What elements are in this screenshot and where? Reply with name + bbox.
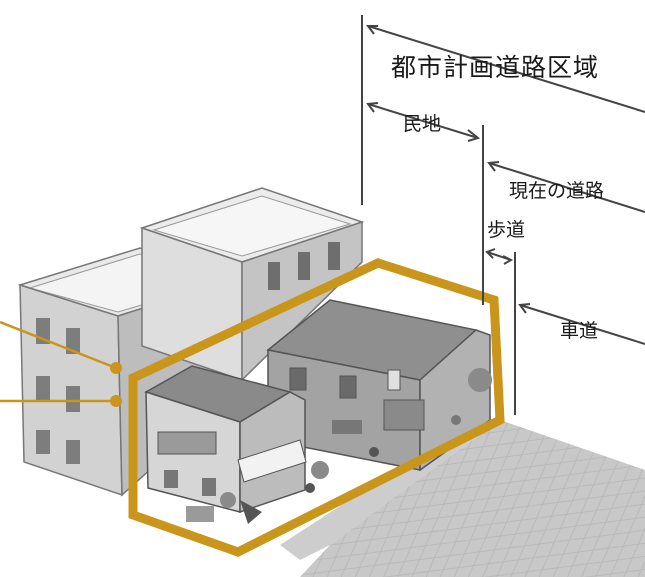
arrow-roadway: [519, 304, 645, 345]
tree-icon: [220, 492, 236, 508]
roadway-label: 車道: [560, 320, 599, 342]
sidewalk-label: 歩道: [487, 219, 526, 241]
house-right: [266, 299, 491, 472]
arrow-private-land: [367, 103, 479, 139]
sidewalk-paving: [280, 420, 500, 560]
arrow-urban-area: [367, 25, 645, 113]
person-icon: [305, 483, 315, 493]
private-land-label: 民地: [403, 113, 442, 135]
leader-lines: [0, 320, 122, 407]
house-left: [144, 365, 307, 524]
road-paving: [300, 420, 645, 577]
dimension-lines: [361, 15, 645, 415]
current-road-label: 現在の道路: [509, 180, 605, 202]
person-icon: [369, 447, 379, 457]
tree-icon: [468, 368, 492, 392]
arrow-current-road: [488, 162, 645, 213]
urban-planned-road-area-label: 都市計画道路区域: [391, 53, 600, 82]
urban-planned-road-area-highlight: [128, 258, 505, 557]
tree-icon: [311, 461, 329, 479]
person-icon: [451, 415, 461, 425]
